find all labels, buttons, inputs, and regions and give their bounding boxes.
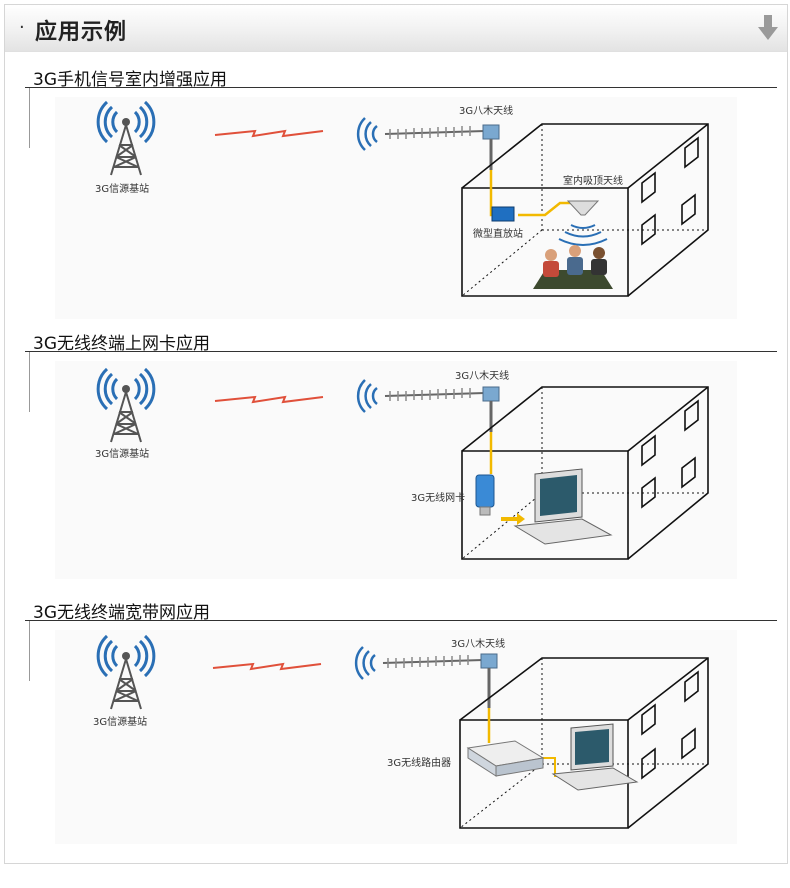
yagi-antenna-icon (356, 379, 500, 432)
diagram-broadband-router: 3G信源基站 3G八木天线 (93, 634, 709, 829)
antenna-label: 3G八木天线 (451, 637, 505, 650)
building-outline (461, 123, 709, 297)
base-station-tower-icon (96, 367, 156, 443)
ceiling-antenna-icon (558, 200, 608, 246)
wireless-signal-bolt (214, 129, 324, 138)
tower-label: 3G信源基站 (95, 447, 149, 460)
section-data-card: 3G无线终端上网卡应用 3G信源基站 3G八木天线 (15, 329, 787, 579)
down-arrow-icon[interactable] (757, 15, 779, 41)
wireless-signal-bolt (212, 662, 322, 671)
diagram-panel (55, 361, 737, 579)
laptop-icon (513, 468, 613, 545)
section-divider (25, 351, 777, 352)
section-title: 3G手机信号室内增强应用 (33, 70, 227, 90)
title-bullet: · (19, 17, 25, 38)
section-title: 3G无线终端上网卡应用 (33, 334, 210, 354)
tower-label: 3G信源基站 (95, 182, 149, 195)
diagram-indoor-enhancement: 3G信源基站 3G八木天线 (95, 100, 709, 297)
base-station-tower-icon (96, 100, 156, 176)
section-indoor-enhancement: 3G手机信号室内增强应用 3G信源基站 3G八木天线 (15, 65, 787, 319)
feeder-cable-indoor (518, 201, 575, 217)
router-label: 3G无线路由器 (387, 756, 451, 769)
wireless-signal-bolt (214, 395, 324, 404)
data-card-label: 3G无线网卡 (411, 491, 465, 504)
antenna-label: 3G八木天线 (455, 369, 509, 382)
yagi-antenna-icon (356, 117, 500, 170)
section-divider (25, 87, 777, 88)
section-broadband-router: 3G无线终端宽带网应用 3G信源基站 3G八木天线 (15, 598, 787, 848)
diagram-data-card: 3G信源基站 3G八木天线 (95, 367, 709, 560)
section-header: · 应用示例 (5, 5, 787, 52)
laptop-icon (551, 723, 639, 791)
antenna-label: 3G八木天线 (459, 104, 513, 117)
wireless-router-icon (466, 740, 545, 777)
connection-arrow-icon (501, 513, 525, 525)
yagi-antenna-icon (354, 646, 498, 708)
building-outline (459, 657, 709, 829)
indoor-antenna-label: 室内吸顶天线 (563, 174, 623, 187)
tower-label: 3G信源基站 (93, 715, 147, 728)
usb-data-card-icon (475, 474, 495, 516)
application-examples-frame: · 应用示例 3G手机信号室内增强应用 3G信源基站 (4, 4, 788, 864)
repeater-label: 微型直放站 (473, 227, 523, 240)
micro-repeater-icon (491, 206, 515, 222)
section-side-bar (29, 621, 30, 681)
page-title: 应用示例 (35, 20, 128, 45)
building-outline (461, 386, 709, 560)
meeting-people-icon (533, 245, 613, 289)
section-divider (25, 620, 777, 621)
base-station-tower-icon (96, 634, 156, 710)
section-title: 3G无线终端宽带网应用 (33, 603, 210, 623)
section-side-bar (29, 88, 30, 148)
section-side-bar (29, 352, 30, 412)
